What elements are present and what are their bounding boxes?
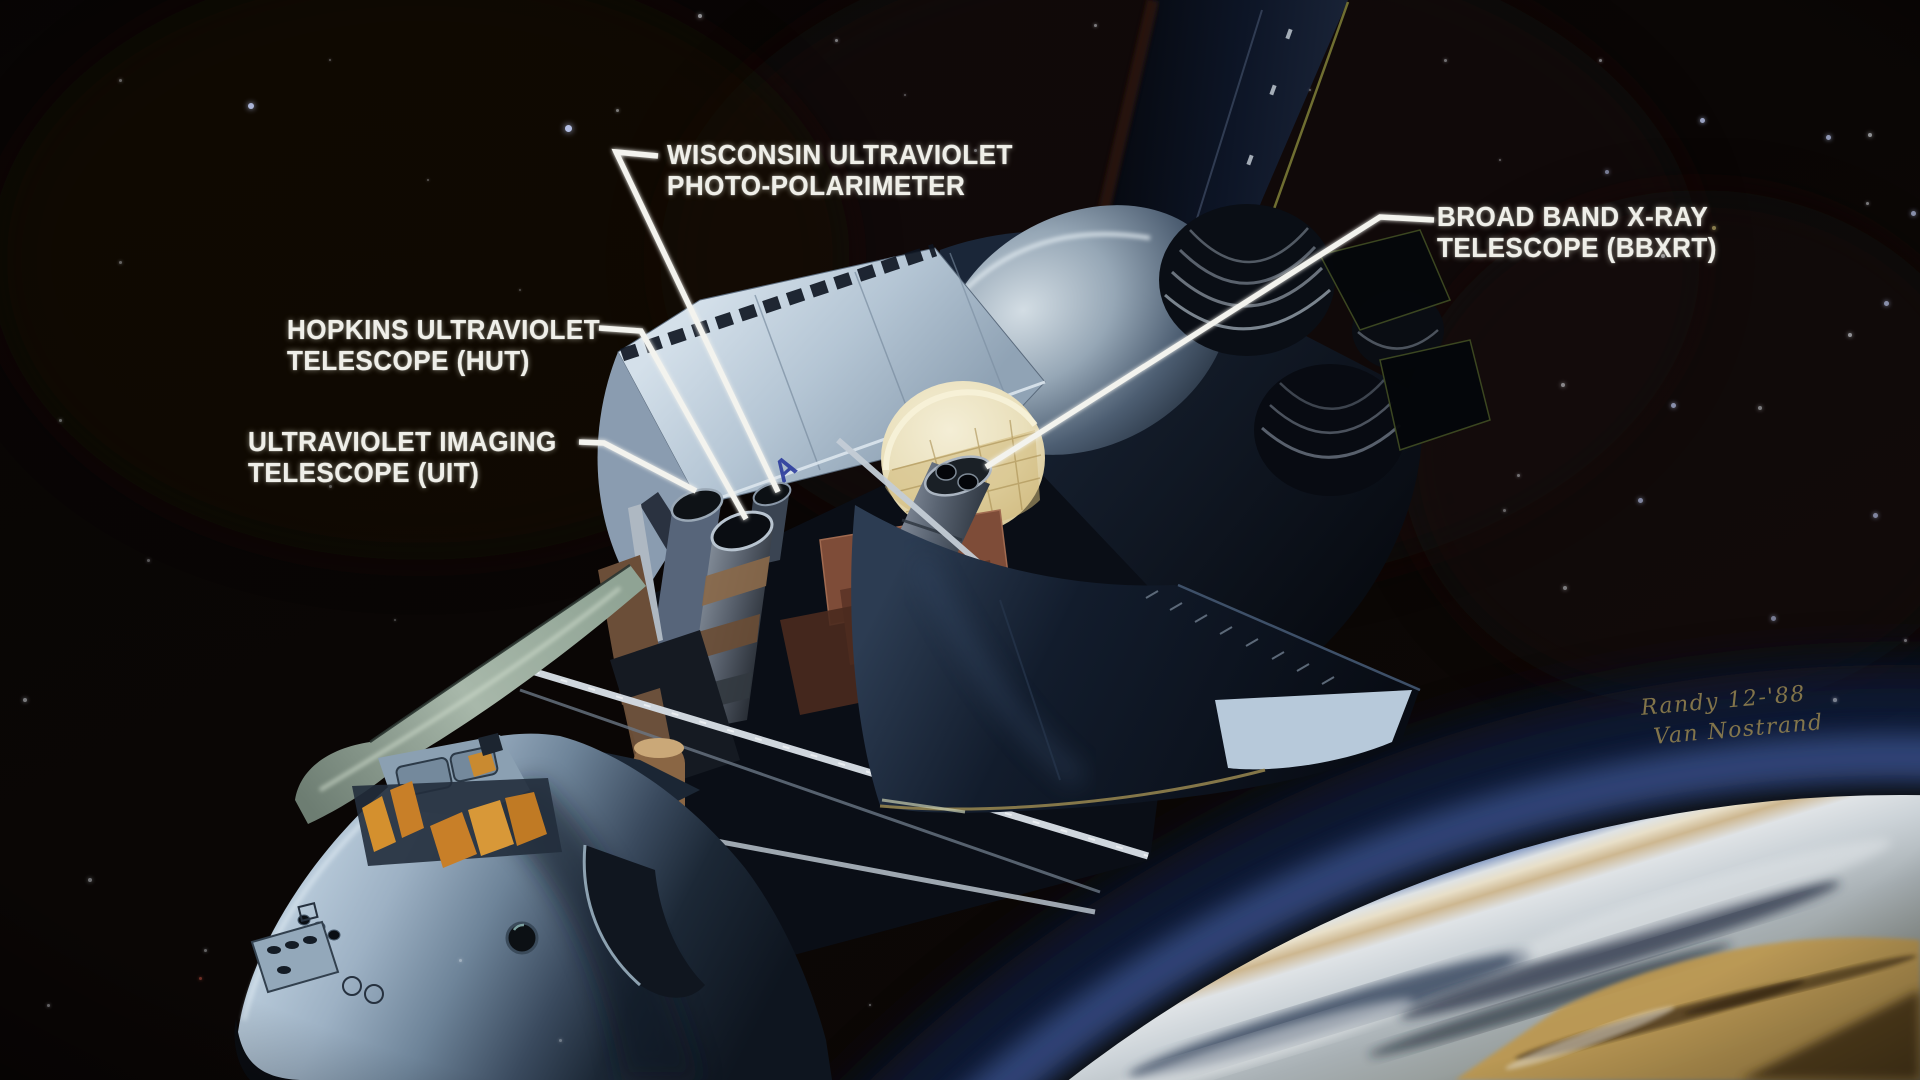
label-bbxrt-line1: BROAD BAND X-RAY (1437, 201, 1709, 232)
label-uit: ULTRAVIOLET IMAGING TELESCOPE (UIT) (248, 426, 557, 488)
label-uit-line2: TELESCOPE (UIT) (248, 457, 480, 488)
label-wuppe-line1: WISCONSIN ULTRAVIOLET (667, 139, 1013, 170)
label-wuppe-line2: PHOTO-POLARIMETER (667, 170, 966, 201)
label-hut-line1: HOPKINS ULTRAVIOLET (287, 314, 601, 345)
label-uit-line1: ULTRAVIOLET IMAGING (248, 426, 557, 457)
label-hut: HOPKINS ULTRAVIOLET TELESCOPE (HUT) (287, 314, 600, 376)
label-wuppe: WISCONSIN ULTRAVIOLET PHOTO-POLARIMETER (667, 139, 1013, 201)
label-bbxrt: BROAD BAND X-RAY TELESCOPE (BBXRT) (1437, 201, 1717, 263)
label-hut-line2: TELESCOPE (HUT) (287, 345, 530, 376)
label-bbxrt-line2: TELESCOPE (BBXRT) (1437, 232, 1717, 263)
